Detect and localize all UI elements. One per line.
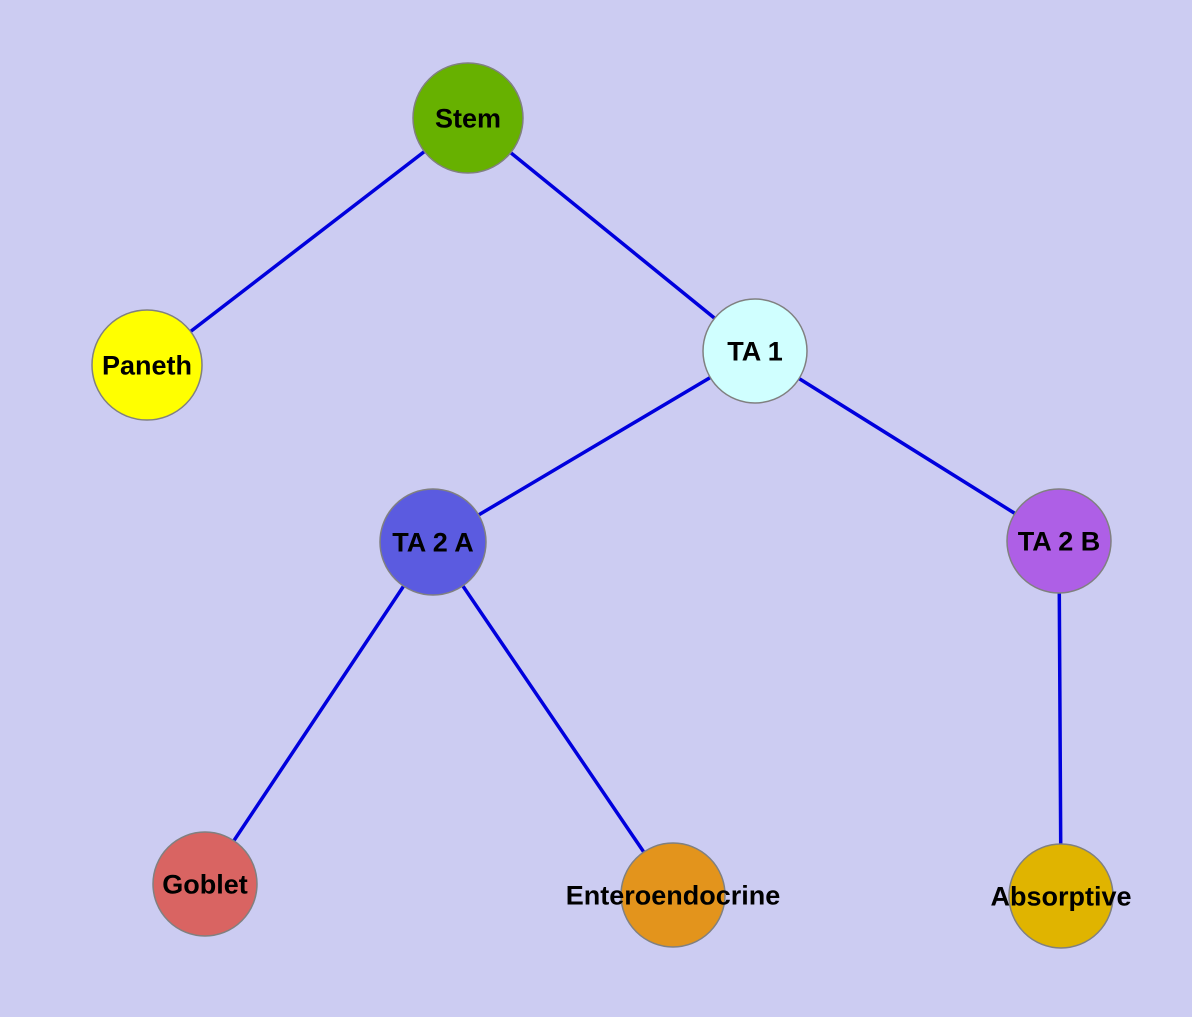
node-circle-absorptive[interactable] bbox=[1008, 843, 1114, 949]
node-goblet[interactable]: Goblet bbox=[152, 831, 258, 937]
edge-ta2a-enteroendocrine bbox=[431, 540, 675, 897]
edge-ta1-ta2b bbox=[753, 349, 1061, 543]
node-circle-paneth[interactable] bbox=[91, 309, 203, 421]
node-ta1[interactable]: TA 1 bbox=[702, 298, 808, 404]
node-ta2a[interactable]: TA 2 A bbox=[379, 488, 487, 596]
node-stem[interactable]: Stem bbox=[412, 62, 524, 174]
node-ta2b[interactable]: TA 2 B bbox=[1006, 488, 1112, 594]
edge-stem-paneth bbox=[145, 116, 470, 367]
node-circle-enteroendocrine[interactable] bbox=[620, 842, 726, 948]
node-circle-ta2a[interactable] bbox=[379, 488, 487, 596]
node-circle-stem[interactable] bbox=[412, 62, 524, 174]
edge-ta2a-goblet bbox=[203, 540, 435, 886]
edge-ta1-ta2a bbox=[431, 349, 757, 544]
edge-stem-ta1 bbox=[466, 116, 757, 353]
node-absorptive[interactable]: Absorptive bbox=[990, 843, 1132, 949]
node-circle-goblet[interactable] bbox=[152, 831, 258, 937]
node-paneth[interactable]: Paneth bbox=[91, 309, 203, 421]
edge-ta2b-absorptive bbox=[1057, 539, 1063, 898]
node-circle-ta1[interactable] bbox=[702, 298, 808, 404]
node-enteroendocrine[interactable]: Enteroendocrine bbox=[566, 842, 781, 948]
node-circle-ta2b[interactable] bbox=[1006, 488, 1112, 594]
